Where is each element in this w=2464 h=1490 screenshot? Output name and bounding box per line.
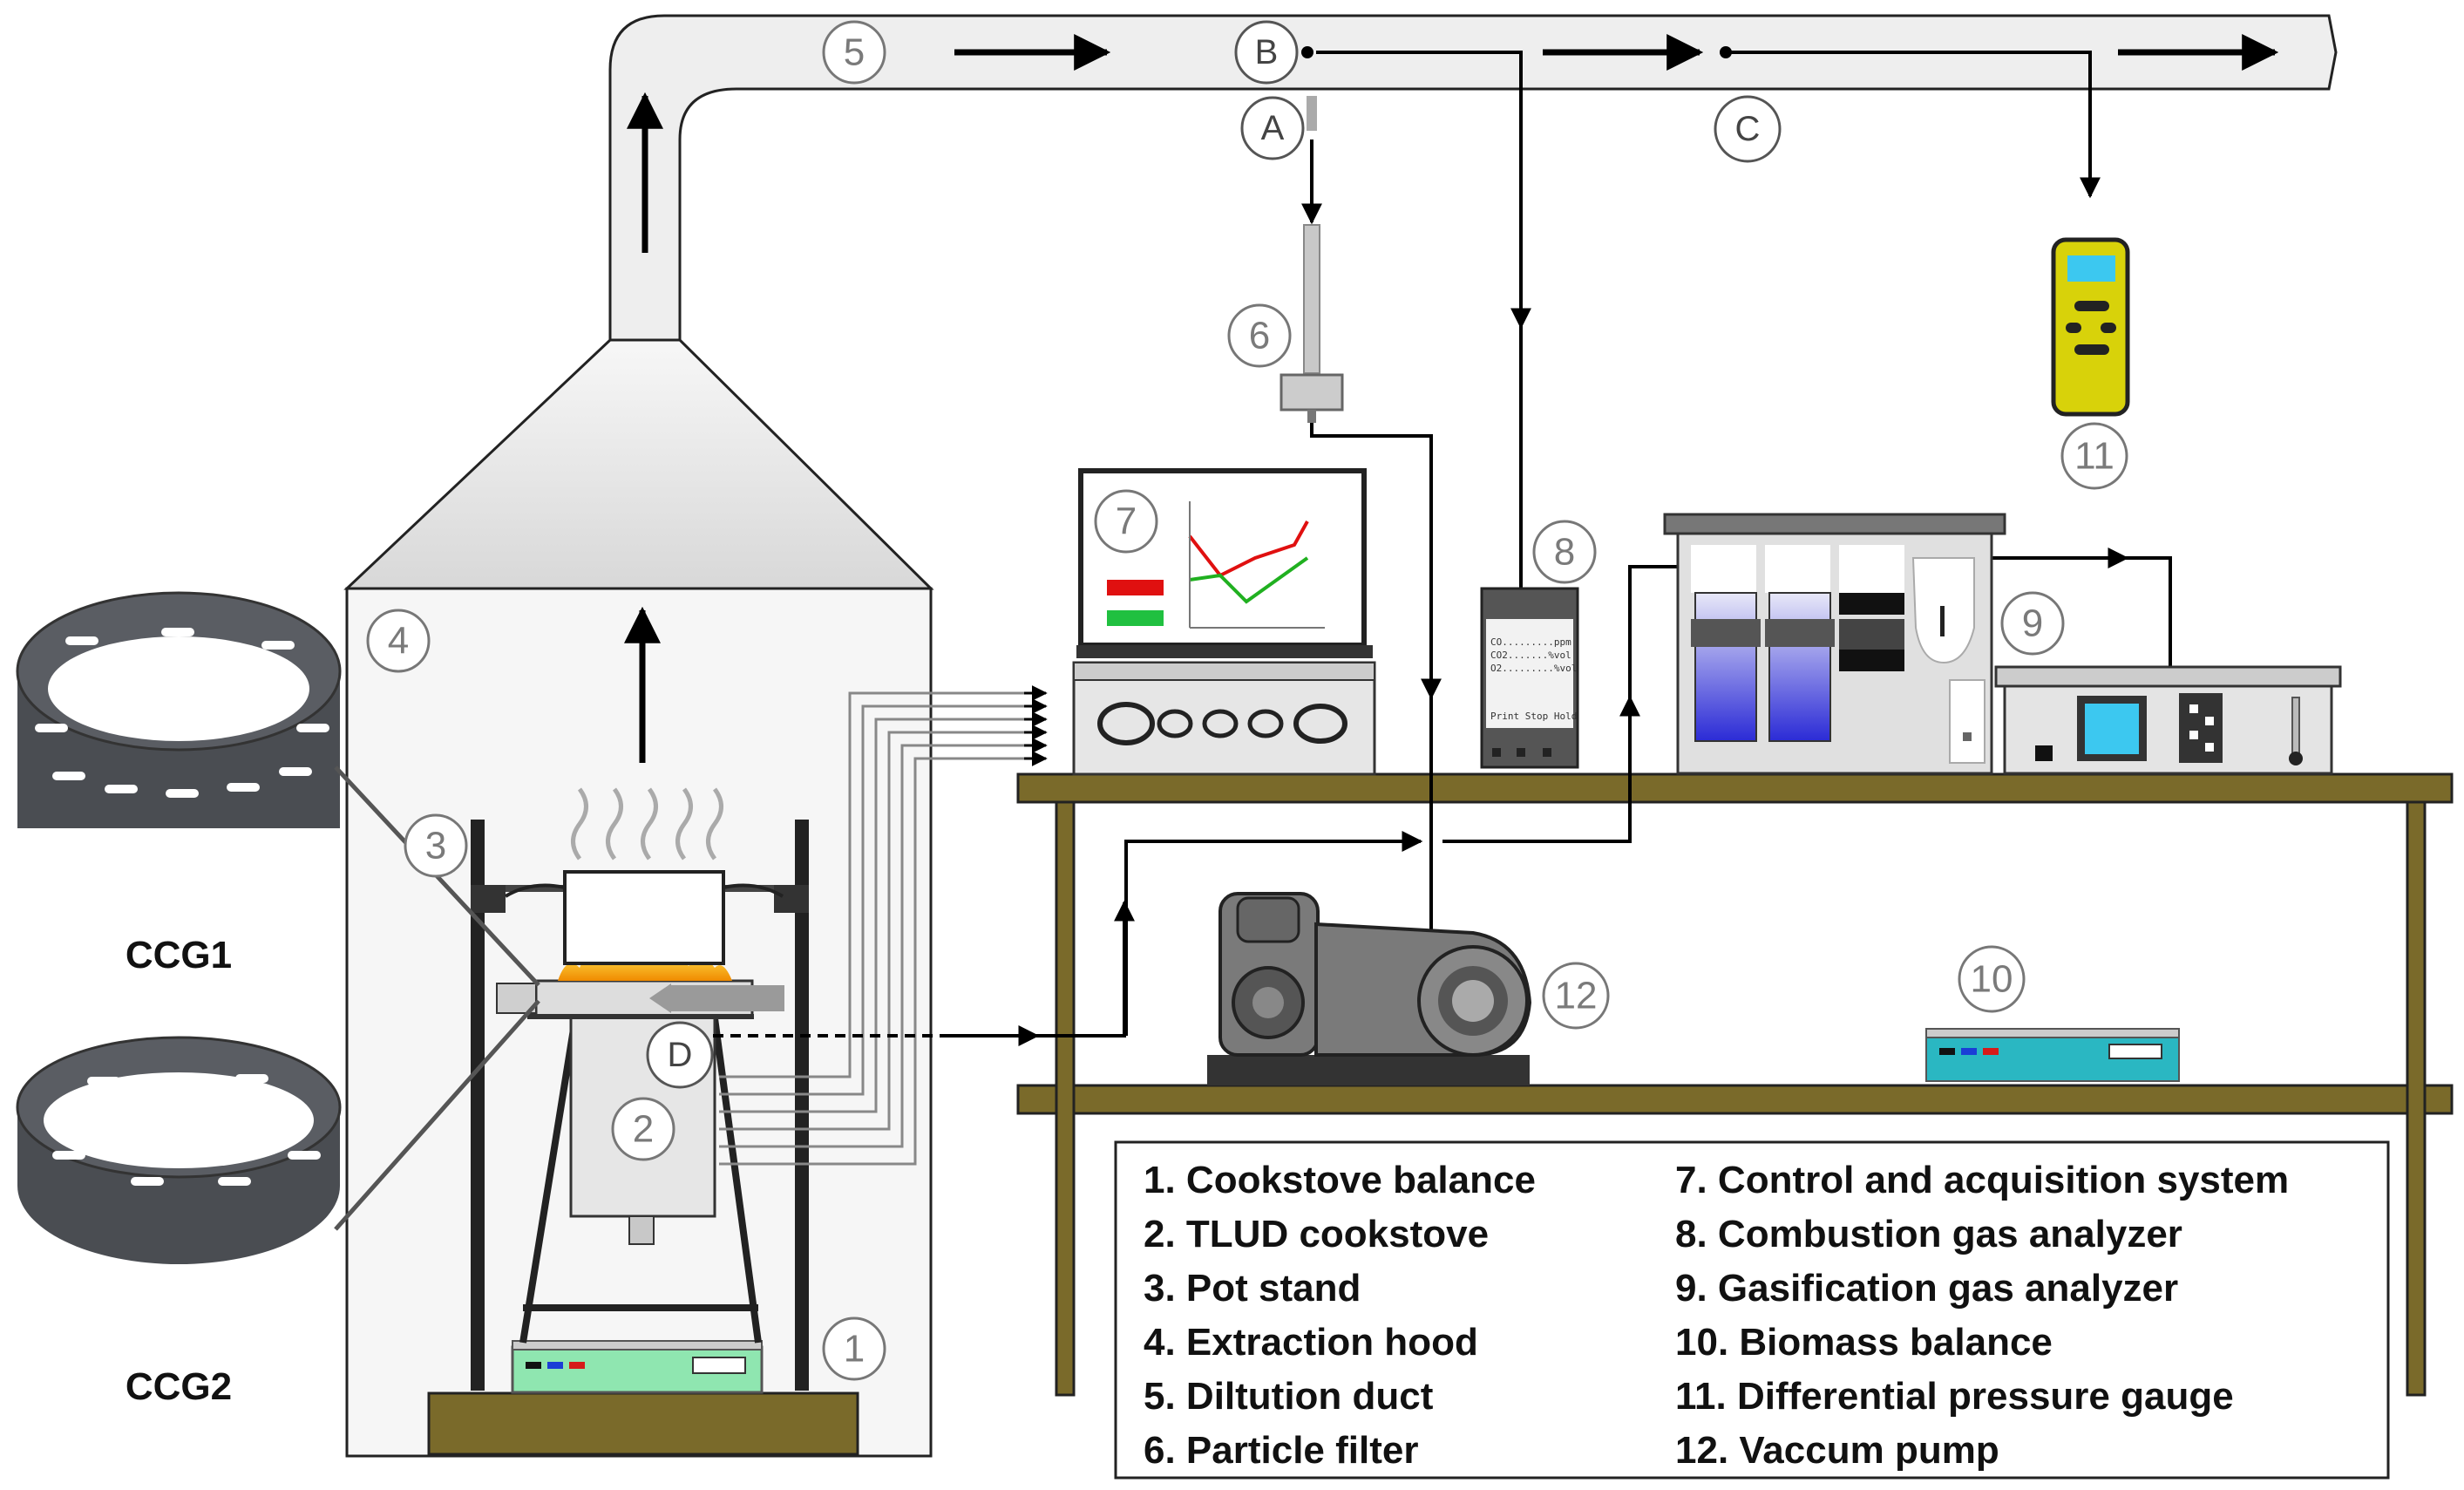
particle-filter: [1280, 96, 1344, 423]
combustion-gas-analyzer: CO.........ppm CO2.......%vol O2........…: [1480, 587, 1579, 769]
legend-item-9: 9. Gasification gas analyzer: [1675, 1267, 2178, 1310]
legend-box: 1. Cookstove balance 2. TLUD cookstove 3…: [1114, 1140, 2390, 1480]
thermocouple-wires: [719, 691, 1042, 1166]
duct-flow-arrows: [624, 34, 2279, 763]
legend-item-8: 8. Combustion gas analyzer: [1675, 1213, 2182, 1255]
marker-c: C: [1735, 110, 1761, 148]
marker-d: D: [668, 1036, 693, 1074]
marker-7: 7: [1116, 500, 1137, 543]
legend-item-5: 5. Diltution duct: [1144, 1375, 1434, 1418]
legend-item-11: 11. Differential pressure gauge: [1675, 1375, 2234, 1418]
lab-bench: [1016, 772, 2454, 1397]
steam-icon: [571, 787, 723, 861]
vacuum-pump: [1207, 892, 1532, 1085]
legend-item-1: 1. Cookstove balance: [1144, 1159, 1536, 1201]
ccg1-ring-icon: [16, 591, 342, 828]
letter-markers: B A C D: [646, 20, 1782, 1089]
marker-a: A: [1261, 109, 1285, 147]
thermocouple-arrows: [1024, 685, 1048, 766]
marker-2: 2: [633, 1108, 654, 1151]
marker-6: 6: [1249, 315, 1270, 357]
marker-11: 11: [2074, 435, 2114, 478]
svg-text:CO.........ppm: CO.........ppm: [1490, 636, 1571, 648]
marker-9: 9: [2022, 602, 2043, 645]
ccg2-ring-icon: [16, 1036, 342, 1264]
marker-4: 4: [388, 620, 409, 663]
cookstove-balance: [427, 1340, 859, 1456]
marker-8: 8: [1554, 531, 1575, 574]
biomass-balance: [1925, 1028, 2180, 1082]
legend-item-4: 4. Extraction hood: [1144, 1321, 1478, 1364]
cooking-pot: [504, 870, 784, 965]
legend-item-3: 3. Pot stand: [1144, 1267, 1361, 1310]
legend-item-12: 12. Vaccum pump: [1675, 1429, 1999, 1472]
flame: [558, 952, 732, 981]
legend-item-10: 10. Biomass balance: [1675, 1321, 2053, 1364]
marker-10: 10: [1971, 958, 2013, 1001]
gasification-gas-analyzer: [1663, 513, 2006, 775]
svg-text:O2.........%vol: O2.........%vol: [1490, 663, 1577, 674]
duct-junction-dots: [1301, 46, 1732, 58]
pressure-gauge-icon: [2051, 237, 2130, 417]
ccg1-label: CCG1: [126, 934, 232, 976]
svg-text:Print Stop Hold: Print Stop Hold: [1490, 711, 1577, 722]
legend-item-2: 2. TLUD cookstove: [1144, 1213, 1489, 1255]
legend-item-6: 6. Particle filter: [1144, 1429, 1418, 1472]
number-markers: 1 2 3 4 5 6 7 8 9 10 11 12: [366, 20, 2128, 1381]
gas-analyzer-unit: [1994, 665, 2342, 775]
acquisition-laptop: [1072, 468, 1376, 776]
dilution-duct: [608, 14, 2338, 342]
svg-text:CO2.......%vol: CO2.......%vol: [1490, 650, 1571, 661]
marker-1: 1: [844, 1328, 865, 1371]
marker-3: 3: [425, 825, 446, 867]
legend-item-7: 7. Control and acquisition system: [1675, 1159, 2289, 1201]
marker-12: 12: [1555, 975, 1598, 1017]
sampling-lines: [950, 51, 2172, 1046]
ccg2-label: CCG2: [126, 1365, 232, 1408]
marker-5: 5: [844, 31, 865, 74]
marker-b: B: [1255, 33, 1279, 71]
